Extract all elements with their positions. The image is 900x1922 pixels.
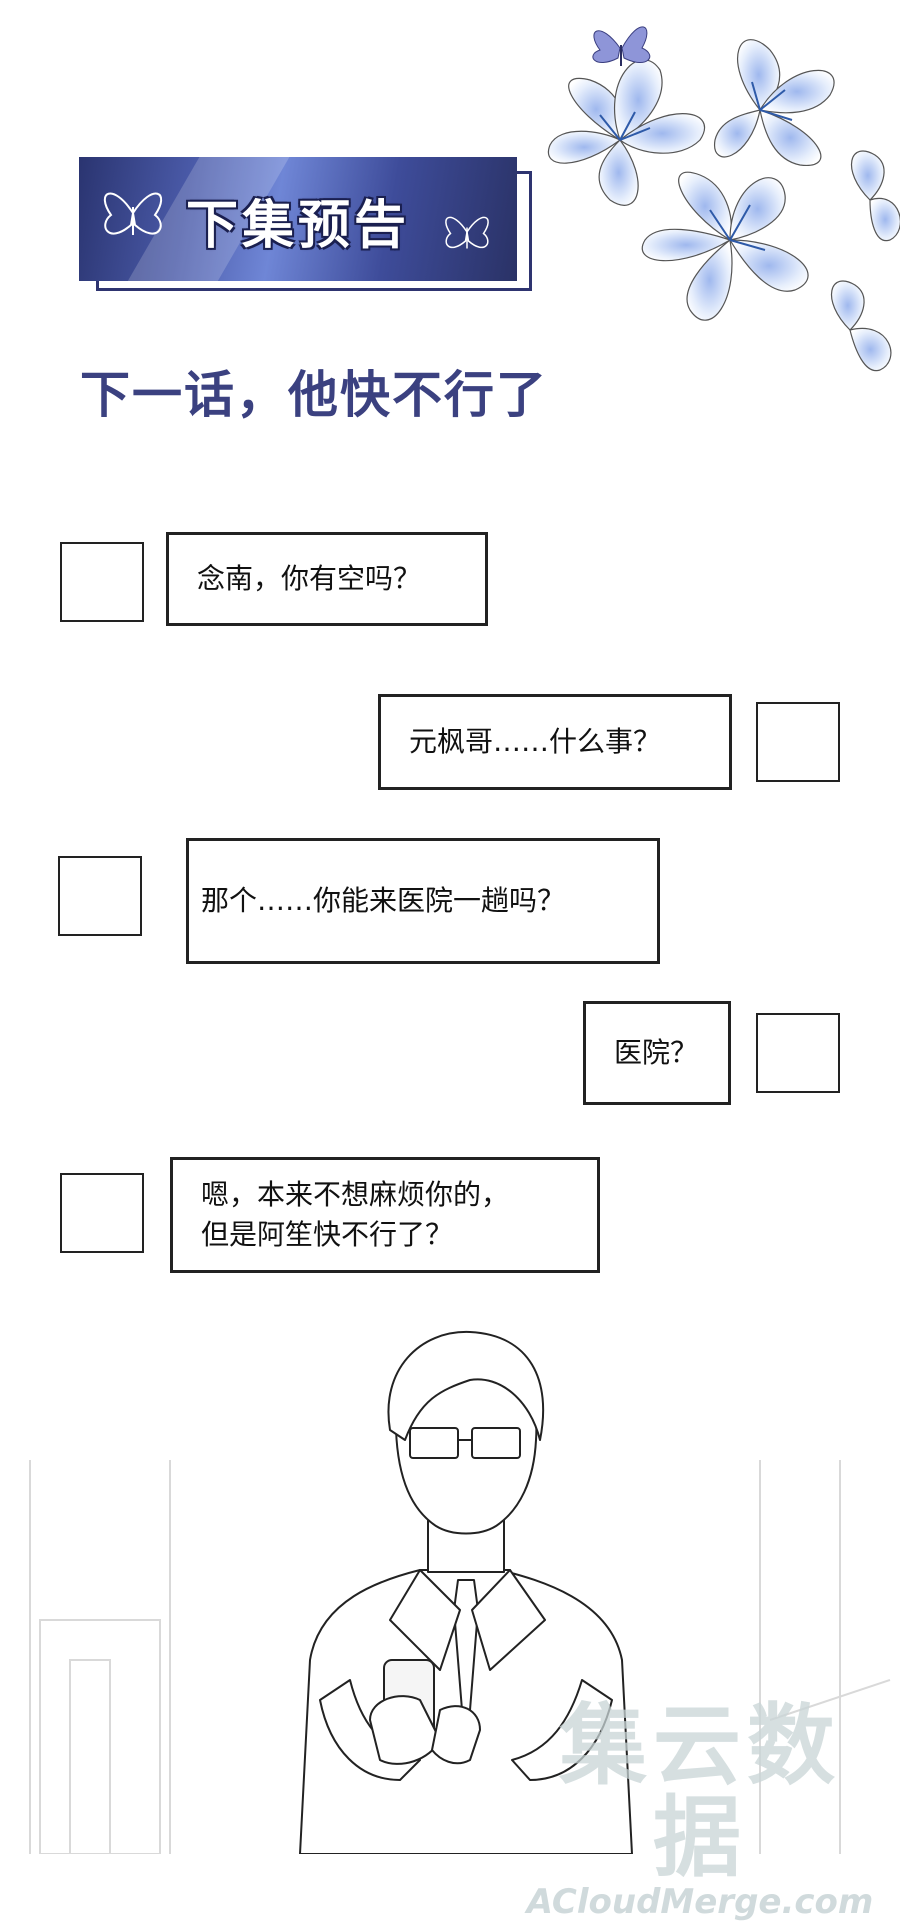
- next-episode-banner: 下集预告: [79, 157, 517, 281]
- chat-message: 那个……你能来医院一趟吗？: [201, 884, 566, 917]
- chat-message: 元枫哥……什么事？: [409, 725, 662, 758]
- avatar: [60, 1173, 144, 1253]
- watermark: 集云数据 ACloudMerge.com: [520, 1694, 880, 1922]
- avatar: [756, 1013, 840, 1093]
- character-illustration: [29, 1330, 891, 1854]
- lily-flowers-decoration: [547, 26, 900, 372]
- episode-subtitle: 下一话，他快不行了: [80, 366, 548, 424]
- watermark-cn: 集云数据: [558, 1694, 841, 1889]
- chat-message: 医院？: [614, 1036, 699, 1069]
- chat-message: 嗯，本来不想麻烦你的， 但是阿笙快不行了？: [201, 1178, 510, 1251]
- avatar: [60, 542, 144, 622]
- chat-bubble: 医院？: [583, 1001, 731, 1105]
- avatar: [58, 856, 142, 936]
- butterfly-icon: [592, 26, 651, 66]
- chat-bubble: 念南，你有空吗？: [166, 532, 488, 626]
- chat-bubble: 嗯，本来不想麻烦你的， 但是阿笙快不行了？: [170, 1157, 600, 1273]
- chat-bubble: 元枫哥……什么事？: [378, 694, 732, 790]
- avatar: [756, 702, 840, 782]
- banner-title: 下集预告: [185, 196, 410, 256]
- chat-bubble: 那个……你能来医院一趟吗？: [186, 838, 660, 964]
- chat-message: 念南，你有空吗？: [197, 562, 422, 595]
- watermark-en: ACloudMerge.com: [526, 1882, 874, 1922]
- butterfly-icon: [103, 192, 163, 235]
- butterfly-icon: [445, 216, 489, 249]
